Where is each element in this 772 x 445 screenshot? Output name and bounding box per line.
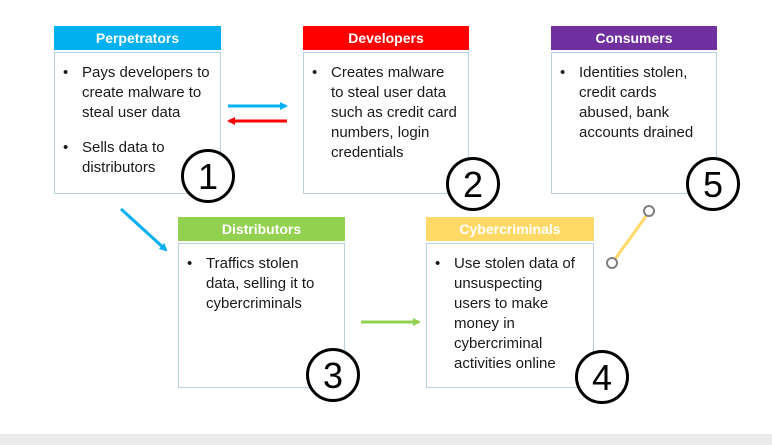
consumers-bullets: Identities stolen, credit cards abused, … xyxy=(560,63,706,143)
perpetrators-header: Perpetrators xyxy=(54,26,221,50)
developers-bullets: Creates malware to steal user data such … xyxy=(312,63,458,163)
developers-header: Developers xyxy=(303,26,469,50)
distributors-bullets: Traffics stolen data, selling it to cybe… xyxy=(187,254,334,314)
perpetrators-box: Pays developers to create malware to ste… xyxy=(54,52,221,194)
cybercriminals-header: Cybercriminals xyxy=(426,217,594,241)
perpetrators-bullets: Pays developers to create malware to ste… xyxy=(63,63,210,178)
connector-cybercriminals-to-consumers xyxy=(611,211,651,263)
step-number-2: 2 xyxy=(446,157,500,211)
perpetrators-bullet: Pays developers to create malware to ste… xyxy=(63,63,210,123)
cybercriminals-bullet: Use stolen data of unsuspecting users to… xyxy=(435,254,583,374)
cybercriminals-box: Use stolen data of unsuspecting users to… xyxy=(426,243,594,388)
step-number-5: 5 xyxy=(686,157,740,211)
bottom-strip xyxy=(0,434,772,445)
connector-start-handle xyxy=(606,257,618,269)
distributors-header: Distributors xyxy=(178,217,345,241)
step-number-3: 3 xyxy=(306,348,360,402)
perpetrators-bullet: Sells data to distributors xyxy=(63,138,210,178)
consumers-header: Consumers xyxy=(551,26,717,50)
distributors-bullet: Traffics stolen data, selling it to cybe… xyxy=(187,254,334,314)
consumers-bullet: Identities stolen, credit cards abused, … xyxy=(560,63,706,143)
step-number-1: 1 xyxy=(181,149,235,203)
developers-box: Creates malware to steal user data such … xyxy=(303,52,469,194)
arrow-perpetrators-to-distributors xyxy=(119,207,168,252)
step-number-4: 4 xyxy=(575,350,629,404)
connector-end-handle xyxy=(643,205,655,217)
cybercriminals-bullets: Use stolen data of unsuspecting users to… xyxy=(435,254,583,374)
developers-bullet: Creates malware to steal user data such … xyxy=(312,63,458,163)
